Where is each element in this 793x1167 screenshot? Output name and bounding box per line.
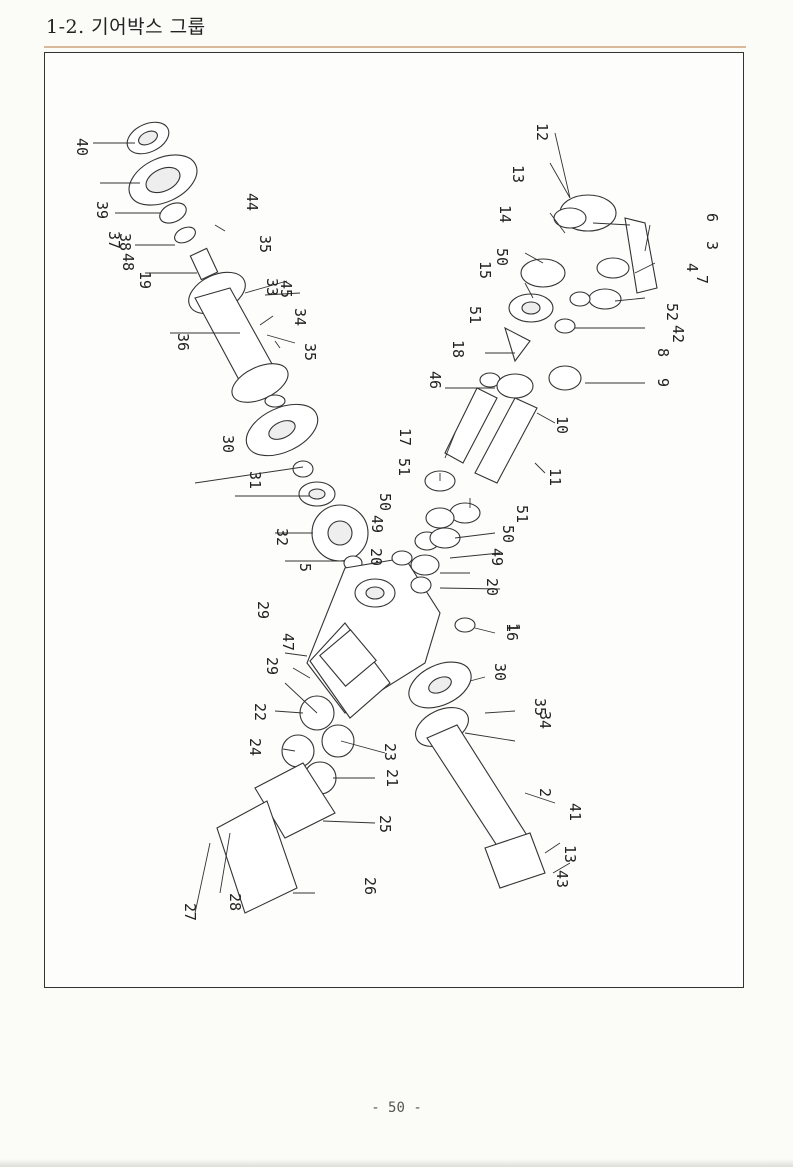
callout-9: 9	[654, 378, 672, 387]
callout-51: 51	[466, 306, 484, 324]
callout-3: 3	[703, 241, 721, 250]
callout-33: 33	[263, 278, 281, 296]
callout-12: 12	[533, 123, 551, 141]
callout-13: 13	[561, 845, 579, 863]
callout-4: 4	[683, 263, 701, 272]
callout-10: 10	[553, 416, 571, 434]
callout-50: 50	[499, 525, 517, 543]
callout-50: 50	[376, 493, 394, 511]
callout-26: 26	[361, 877, 379, 895]
callout-24: 24	[246, 738, 264, 756]
callout-40: 40	[73, 138, 91, 156]
callout-35: 35	[256, 235, 274, 253]
callout-50: 50	[493, 248, 511, 266]
callout-32: 32	[273, 528, 291, 546]
callout-29: 29	[254, 601, 272, 619]
callout-31: 31	[246, 471, 264, 489]
callout-23: 23	[381, 743, 399, 761]
callout-17: 17	[396, 428, 414, 446]
callout-44: 44	[243, 193, 261, 211]
callout-30: 30	[219, 435, 237, 453]
exploded-view-diagram: 1234567891011121313141516171819202021222…	[73, 121, 721, 921]
callout-2: 2	[536, 788, 554, 797]
title-rule	[44, 46, 746, 48]
callout-18: 18	[449, 340, 467, 358]
callout-46: 46	[426, 371, 444, 389]
callout-13: 13	[509, 165, 527, 183]
callout-48: 48	[119, 253, 137, 271]
callout-8: 8	[654, 348, 672, 357]
callout-28: 28	[226, 893, 244, 911]
callout-20: 20	[367, 548, 385, 566]
callout-30: 30	[491, 663, 509, 681]
callout-47: 47	[279, 633, 297, 651]
callout-27: 27	[181, 903, 199, 921]
callout-49: 49	[488, 548, 506, 566]
callout-22: 22	[251, 703, 269, 721]
callout-37: 37	[105, 231, 123, 249]
callout-49: 49	[368, 515, 386, 533]
callout-5: 5	[296, 563, 314, 572]
page-number: - 50 -	[371, 1100, 422, 1116]
callout-41: 41	[566, 803, 584, 821]
parts-drawing	[93, 121, 658, 914]
callout-45: 45	[277, 280, 295, 298]
callout-38: 38	[116, 233, 134, 251]
callout-19: 19	[136, 271, 154, 289]
callout-29: 29	[263, 657, 281, 675]
callout-34: 34	[291, 308, 309, 326]
callout-34: 34	[536, 711, 554, 729]
callout-15: 15	[476, 261, 494, 279]
callout-1: 1	[505, 623, 523, 632]
callout-14: 14	[496, 205, 514, 223]
callout-36: 36	[174, 333, 192, 351]
callout-7: 7	[693, 275, 711, 284]
callout-35: 35	[531, 698, 549, 716]
callout-21: 21	[383, 769, 401, 787]
callout-52: 52	[663, 303, 681, 321]
callout-51: 51	[513, 505, 531, 523]
callout-6: 6	[703, 213, 721, 222]
callout-43: 43	[553, 870, 571, 888]
callout-42: 42	[669, 325, 687, 343]
callout-39: 39	[93, 201, 111, 219]
scan-edge	[0, 1159, 793, 1167]
callout-51: 51	[395, 458, 413, 476]
callout-labels: 1234567891011121313141516171819202021222…	[73, 123, 721, 921]
page-title: 1-2. 기어박스 그룹	[46, 16, 206, 38]
callout-16: 16	[503, 623, 521, 641]
callout-25: 25	[376, 815, 394, 833]
callout-35: 35	[301, 343, 319, 361]
callout-11: 11	[546, 468, 564, 486]
callout-20: 20	[483, 578, 501, 596]
